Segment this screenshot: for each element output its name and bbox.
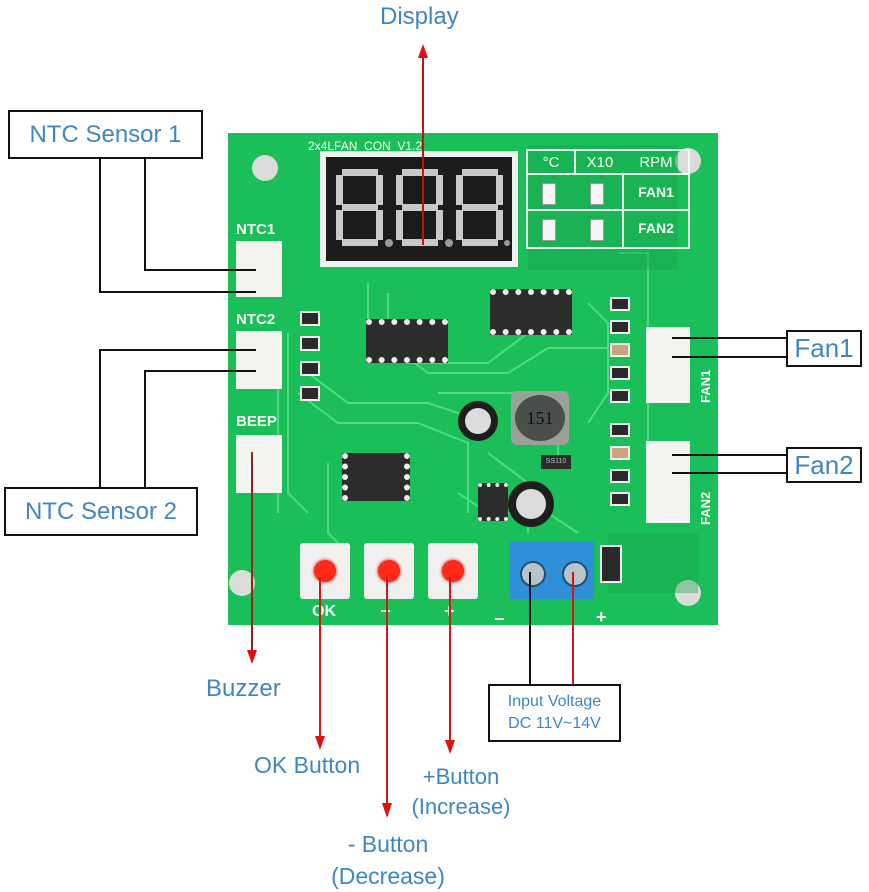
row-fan2: FAN2 [638, 220, 674, 236]
shift-register-ic-2 [490, 289, 572, 335]
ok-silk-label: OK [312, 603, 336, 620]
ntc2-silk-label: NTC2 [236, 311, 276, 328]
input-voltage-line1: Input Voltage [507, 693, 602, 710]
fan2-box: Fan2 [786, 447, 862, 483]
power-terminal-block [510, 541, 594, 599]
indicator-legend-table: °C X10 RPM FAN1 FAN2 [526, 149, 690, 249]
fan2-label: Fan2 [794, 449, 854, 480]
display-annotation: Display [380, 3, 459, 30]
minus-button-annotation: - Button (Decrease) [322, 828, 454, 892]
ntc-sensor-2-box: NTC Sensor 2 [4, 487, 198, 536]
input-voltage-line2: DC 11V~14V [508, 715, 601, 732]
digit-2 [396, 169, 453, 247]
ntc1-silk-label: NTC1 [236, 221, 276, 238]
plus-button-cap[interactable] [442, 560, 464, 582]
mounting-hole [675, 580, 701, 606]
power-negative-silk: − [494, 609, 505, 629]
plus-button-line1: +Button [422, 764, 500, 789]
display-arrowhead [418, 44, 428, 58]
minus-arrowhead [382, 803, 392, 818]
header-celsius: °C [528, 151, 576, 175]
shift-register-ic-1 [366, 319, 448, 363]
led-rpm-fan1 [590, 183, 604, 205]
input-voltage-box: Input Voltage DC 11V~14V [488, 684, 621, 742]
pcb-artwork [229, 145, 701, 606]
header-rpm: RPM [624, 151, 688, 175]
ok-arrowhead [315, 736, 325, 750]
resistor-column-right [610, 297, 630, 527]
row-fan1: FAN1 [624, 175, 688, 211]
digit-3 [456, 169, 510, 246]
minus-button-line2: (Decrease) [331, 863, 445, 889]
resistor-column-left [300, 311, 320, 419]
led-celsius-fan2 [542, 219, 556, 241]
ntc2-lead-b [144, 370, 256, 490]
plus-arrowhead [445, 740, 455, 754]
ok-button-annotation: OK Button [254, 752, 361, 778]
ntc-sensor-1-box: NTC Sensor 1 [8, 110, 203, 159]
ntc2-connector [236, 331, 282, 389]
electrolytic-capacitor-2 [508, 481, 554, 527]
power-positive-silk: + [596, 607, 607, 627]
plus-tactile-button[interactable] [428, 543, 478, 599]
beep-silk-label: BEEP [236, 413, 277, 430]
minus-tactile-button[interactable] [364, 543, 414, 599]
minus-button-cap[interactable] [378, 560, 400, 582]
microcontroller-ic [342, 453, 410, 501]
electrolytic-capacitor-1 [458, 401, 498, 441]
buzzer-arrowhead [247, 650, 257, 664]
ntc1-lead-a [99, 157, 256, 293]
seven-segment-display [326, 157, 512, 261]
inductor: 151 [511, 391, 569, 445]
mounting-hole [229, 570, 255, 596]
ok-button-cap[interactable] [314, 560, 336, 582]
protection-diode [600, 545, 622, 583]
terminal-screw-negative[interactable] [520, 561, 546, 587]
minus-silk-label: − [380, 601, 391, 621]
pcb-board: 2x4LFAN_CON_V1.2 [228, 133, 718, 629]
ntc1-lead-b [144, 157, 256, 271]
plus-button-annotation: +Button (Increase) [405, 762, 517, 822]
led-rpm-fan2 [590, 219, 604, 241]
inductor-marking: 151 [515, 395, 565, 441]
schottky-diode: SS110 [541, 455, 571, 469]
header-x10: X10 [576, 151, 624, 175]
led-celsius-fan1 [542, 183, 556, 205]
minus-button-line1: - Button [347, 831, 429, 857]
ntc-sensor-1-label: NTC Sensor 1 [29, 120, 182, 148]
buzzer-annotation: Buzzer [206, 675, 281, 702]
buzzer-connector [236, 435, 282, 493]
display-segments [336, 169, 510, 247]
fan1-box: Fan1 [786, 330, 862, 367]
digit-1 [336, 169, 393, 247]
ntc2-lead-a [99, 349, 256, 490]
display-bezel [320, 151, 518, 267]
mounting-hole [252, 155, 278, 181]
ntc-sensor-2-label: NTC Sensor 2 [24, 497, 178, 525]
plus-button-line2: (Increase) [411, 794, 511, 819]
fan1-label: Fan1 [794, 333, 854, 363]
fan1-connector [646, 327, 690, 403]
ok-tactile-button[interactable] [300, 543, 350, 599]
regulator-ic [478, 483, 508, 521]
terminal-screw-positive[interactable] [562, 561, 588, 587]
board-silkscreen-title: 2x4LFAN_CON_V1.2 [308, 139, 423, 153]
